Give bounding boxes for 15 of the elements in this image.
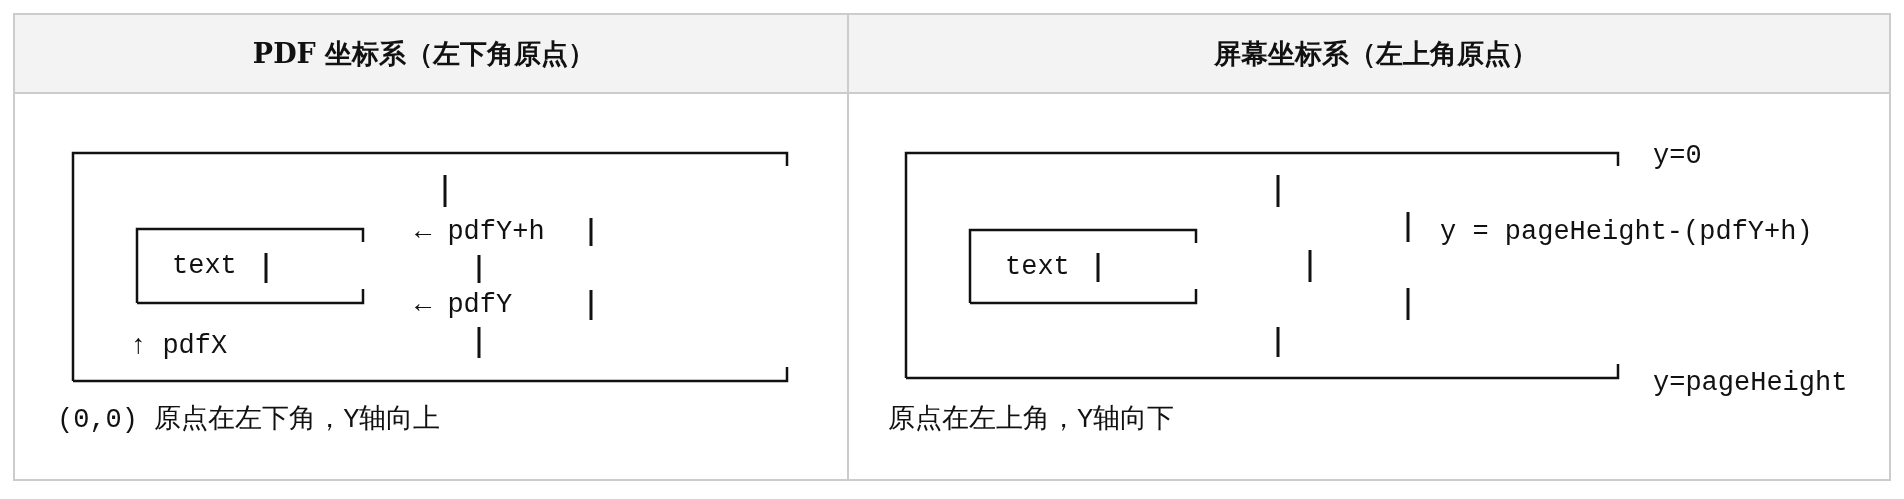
- caption-text: (0,0) 原点在左下角，Y轴向上: [57, 404, 441, 436]
- axis-label: ↑ pdfX: [130, 330, 228, 362]
- box-label: text: [172, 250, 237, 282]
- axis-label: y=0: [1653, 140, 1702, 172]
- page-frame: [72, 152, 788, 382]
- text-box: [969, 229, 1197, 304]
- axis-label: y=pageHeight: [1653, 367, 1848, 399]
- formula-text: y = pageHeight-(pdfY+h): [1440, 216, 1813, 248]
- axis-label: ← pdfY+h: [415, 216, 545, 248]
- column-header: PDF 坐标系（左下角原点）: [252, 38, 596, 70]
- box-label: text: [1005, 250, 1070, 283]
- caption-text: 原点在左上角，Y轴向下: [888, 404, 1175, 436]
- axis-label: ← pdfY: [415, 289, 513, 321]
- column-header: 屏幕坐标系（左上角原点）: [1214, 38, 1538, 70]
- text-box: [136, 228, 364, 304]
